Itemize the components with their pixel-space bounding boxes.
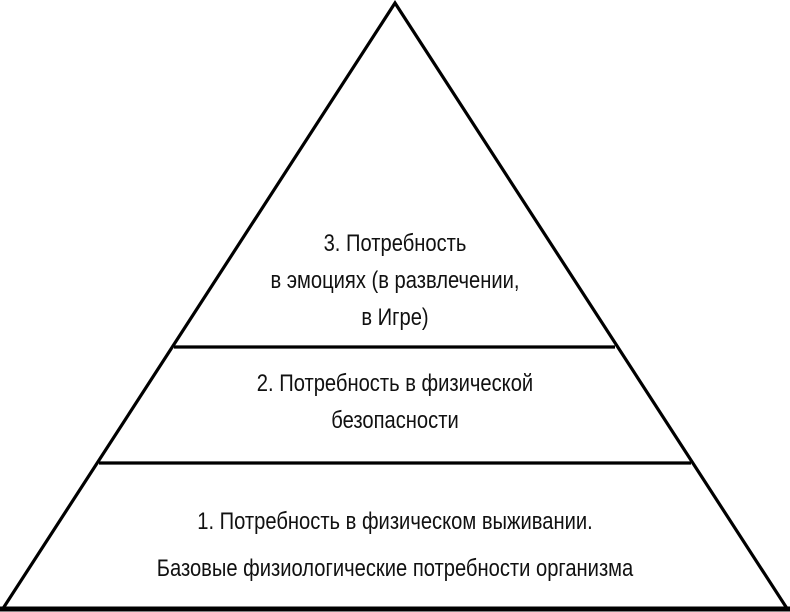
tier-3-emotions-label: 3. Потребность в эмоциях (в развлечении,… (63, 225, 727, 336)
tier-3-line-1: 3. Потребность (323, 230, 467, 257)
tier-1-line-1: 1. Потребность в физическом выживании. (197, 508, 593, 535)
tier-2-line-1: 2. Потребность в физической (256, 370, 534, 397)
tier-3-line-2: в эмоциях (в развлечении, (270, 267, 520, 294)
tier-2-safety-label: 2. Потребность в физической безопасности (63, 365, 727, 439)
tier-1-line-2: Базовые физиологические потребности орга… (156, 555, 634, 582)
tier-2-line-2: безопасности (331, 407, 459, 434)
tier-3-line-3: в Игре) (361, 304, 429, 331)
tier-1-survival-label: 1. Потребность в физическом выживании. Б… (63, 498, 727, 592)
